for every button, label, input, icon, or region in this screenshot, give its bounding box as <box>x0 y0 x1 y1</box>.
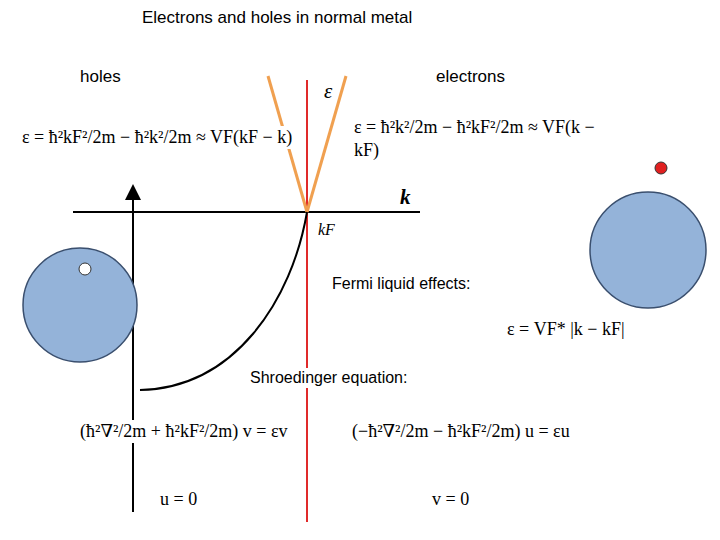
boundary-condition: v = 0 <box>430 488 471 511</box>
hole-schrodinger-equation: (ħ²∇²/2m + ħ²kF²/2m) v = εv <box>78 420 304 443</box>
section-heading: Fermi liquid effects: <box>330 274 472 294</box>
boundary-condition: u = 0 <box>158 488 199 511</box>
parabola-curve <box>140 212 307 390</box>
fermi-sphere <box>590 192 706 308</box>
axis-label: k <box>398 184 413 210</box>
electron-caption: electrons <box>434 66 507 87</box>
hole-axis <box>132 192 134 512</box>
electron-dispersion-equation: ε = ħ²k²/2m − ħ²kF²/2m ≈ VF(k − kF) <box>352 116 614 161</box>
axis-label: ε <box>322 78 334 104</box>
k-axis <box>73 211 420 213</box>
energy-axis <box>306 80 308 522</box>
fermi-liquid-equation: ε = VF* |k − kF| <box>505 318 627 341</box>
fermi-momentum-label: kF <box>316 220 337 240</box>
electron-schrodinger-equation: (−ħ²∇²/2m − ħ²kF²/2m) u = εu <box>350 420 616 443</box>
hole-caption: holes <box>78 66 123 87</box>
electron-dot <box>655 162 667 174</box>
hole-dot <box>79 263 91 275</box>
hole-dispersion-equation: ε = ħ²kF²/2m − ħ²k²/2m ≈ VF(kF − k) <box>20 126 300 149</box>
diagram-title: Electrons and holes in normal metal <box>140 7 414 28</box>
electron-dispersion <box>307 76 346 212</box>
section-heading: Shroedinger equation: <box>248 368 409 388</box>
fermi-sphere <box>23 248 137 362</box>
